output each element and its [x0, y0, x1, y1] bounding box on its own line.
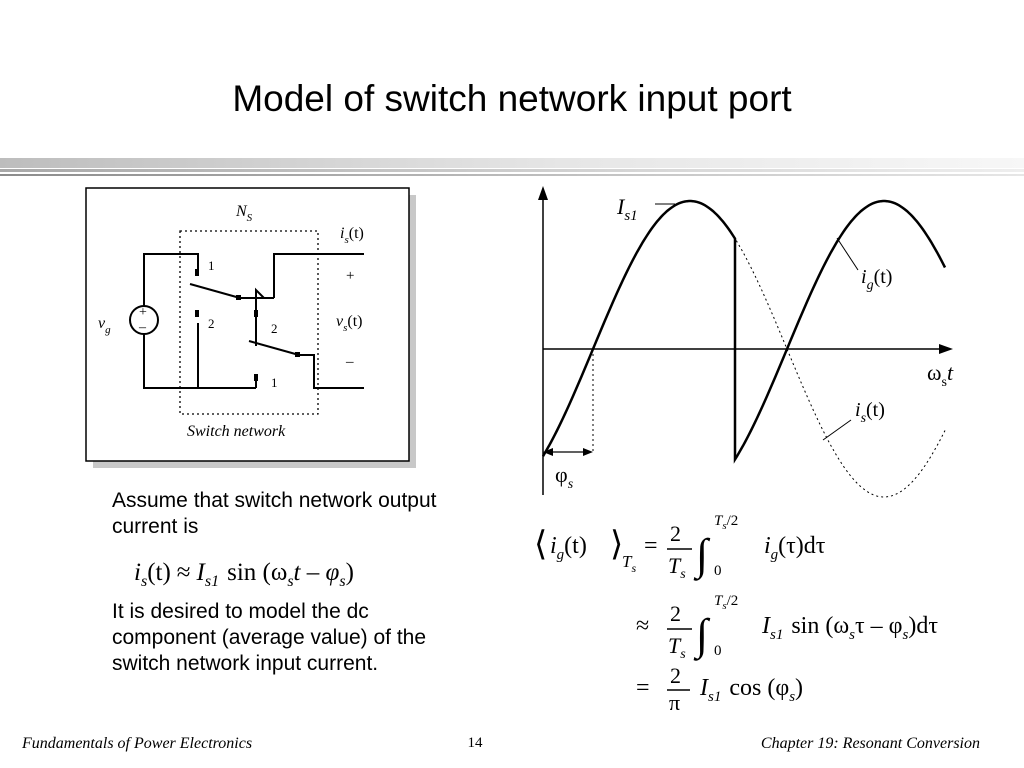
- switch-contacts: [195, 269, 300, 381]
- angle-bracket-left: ⟨: [534, 526, 547, 563]
- switch-pos-left-bottom: 2: [208, 316, 215, 331]
- avg-ig-term: ig(t): [550, 533, 587, 563]
- current-label: is(t): [340, 225, 364, 246]
- circuit-wires: [143, 253, 364, 389]
- integral-sign-2: ∫: [693, 610, 711, 661]
- avg-equals-3: =: [636, 675, 650, 701]
- title-divider: [0, 158, 1024, 168]
- title-divider-thin: [0, 169, 1024, 172]
- avg-approx: ≈: [636, 613, 649, 639]
- upper-limit-2: Ts/2: [714, 593, 738, 612]
- assumption-text: Assume that switch network output curren…: [112, 489, 437, 538]
- frac3-num: 2: [670, 663, 681, 688]
- waveform-axes: [542, 194, 945, 495]
- switch-pos-left-top: 1: [208, 258, 215, 273]
- switch-pos-right-top: 2: [271, 321, 278, 336]
- switch-network-caption: Switch network: [187, 423, 286, 440]
- frac1-den: Ts: [668, 553, 686, 582]
- integrand-1: ig(τ)dτ: [764, 533, 826, 563]
- integral-sign-1: ∫: [693, 530, 711, 581]
- phase-arrow-right-icon: [583, 448, 593, 456]
- avg-line-1: ⟨ ig(t) ⟩ Ts = 2 Ts ∫ Ts/2 0 ig(τ)dτ: [534, 513, 826, 582]
- is-leader-line: [822, 419, 852, 441]
- current-waveform-plot: Is1 ig(t) is(t) ωst φs: [538, 186, 954, 498]
- voltage-source: [129, 305, 159, 335]
- lower-limit-2: 0: [714, 643, 722, 659]
- average-current-derivation: ⟨ ig(t) ⟩ Ts = 2 Ts ∫ Ts/2 0 ig(τ)dτ ≈ 2…: [534, 513, 938, 715]
- peak-label: Is1: [616, 194, 638, 224]
- ig-label: ig(t): [861, 266, 892, 293]
- ig-leader-line: [836, 237, 859, 271]
- x-axis-label: ωst: [927, 360, 954, 390]
- x-axis-arrow-icon: [939, 344, 953, 354]
- phase-label: φs: [555, 462, 574, 492]
- frac2-num: 2: [670, 601, 681, 626]
- output-plus: +: [346, 268, 354, 284]
- footer-chapter: Chapter 19: Resonant Conversion: [760, 735, 980, 752]
- ig-solid-curve: [541, 199, 947, 464]
- y-axis-arrow-icon: [538, 186, 548, 200]
- voltage-label: vs(t): [336, 313, 363, 334]
- phase-arrow-left-icon: [543, 448, 553, 456]
- switch-network-circuit: NS Switch network + – vg 1 2 2 1 is(t) +…: [85, 187, 416, 468]
- footer-book-title: Fundamentals of Power Electronics: [22, 735, 253, 752]
- title-divider-thinnest: [0, 174, 1024, 176]
- slide-title: Model of switch network input port: [232, 78, 792, 119]
- angle-bracket-right: ⟩: [610, 526, 623, 563]
- avg-equals: =: [644, 533, 658, 559]
- source-minus: –: [138, 320, 147, 335]
- frac1-num: 2: [670, 521, 681, 546]
- lower-limit-1: 0: [714, 563, 722, 579]
- is-label: is(t): [855, 399, 885, 426]
- objective-text: It is desired to model the dc component …: [112, 600, 427, 675]
- footer-page-number: 14: [467, 735, 483, 751]
- avg-window: Ts: [622, 552, 636, 575]
- switch-network-box: [179, 230, 319, 415]
- network-label: NS: [235, 203, 253, 224]
- is-dashed-curve: [542, 200, 946, 498]
- source-plus: +: [139, 305, 147, 320]
- source-label: vg: [98, 315, 111, 336]
- frac3-den: π: [669, 690, 680, 715]
- upper-limit-1: Ts/2: [714, 513, 738, 532]
- switch-pos-right-bottom: 1: [271, 375, 278, 390]
- output-minus: –: [345, 354, 354, 370]
- frac2-den: Ts: [668, 633, 686, 662]
